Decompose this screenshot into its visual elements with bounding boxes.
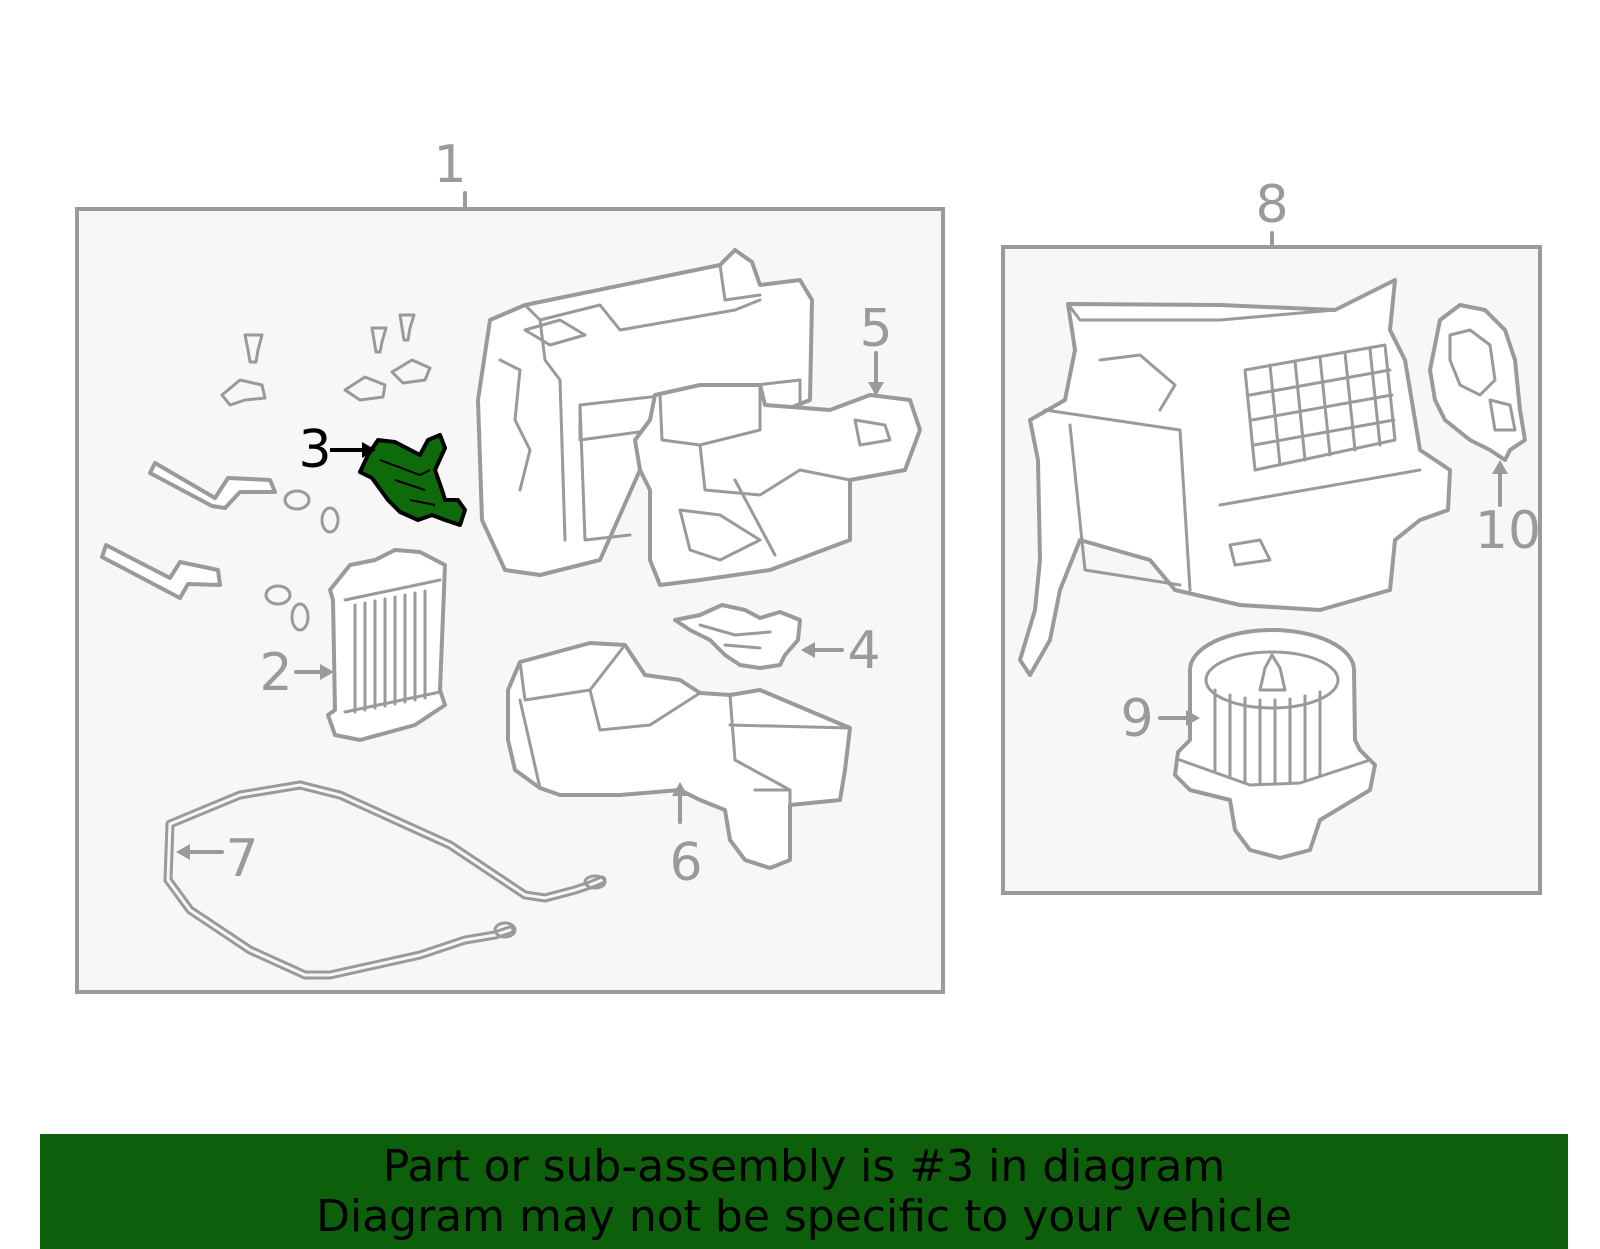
banner-line-1: Part or sub-assembly is #3 in diagram xyxy=(382,1141,1226,1192)
part-9-blower-motor xyxy=(1173,628,1377,860)
parts-diagram: 1 8 5 xyxy=(75,135,1542,994)
clips-and-fasteners xyxy=(220,313,432,632)
callout-2: 2 xyxy=(259,643,292,703)
callout-7: 7 xyxy=(225,829,258,889)
callout-4: 4 xyxy=(847,621,880,681)
callout-1: 1 xyxy=(433,135,466,195)
callout-8: 8 xyxy=(1255,175,1288,235)
blower-housing xyxy=(1018,278,1452,677)
callout-6: 6 xyxy=(669,833,702,893)
part-2-heater-core xyxy=(326,548,447,742)
callout-10: 10 xyxy=(1475,501,1541,561)
callout-9: 9 xyxy=(1120,689,1153,749)
part-3-highlighted xyxy=(358,433,467,527)
part-7-cable xyxy=(163,780,607,980)
part-10-actuator xyxy=(1428,303,1527,462)
heater-pipes xyxy=(100,461,277,600)
part-5-duct xyxy=(633,383,922,587)
info-banner: Part or sub-assembly is #3 in diagram Di… xyxy=(40,1134,1568,1249)
part-4-bracket xyxy=(673,603,802,670)
banner-line-2: Diagram may not be specific to your vehi… xyxy=(316,1191,1292,1242)
part-6-lower-duct xyxy=(506,641,852,870)
callout-3: 3 xyxy=(298,420,331,480)
callout-5: 5 xyxy=(859,299,892,359)
